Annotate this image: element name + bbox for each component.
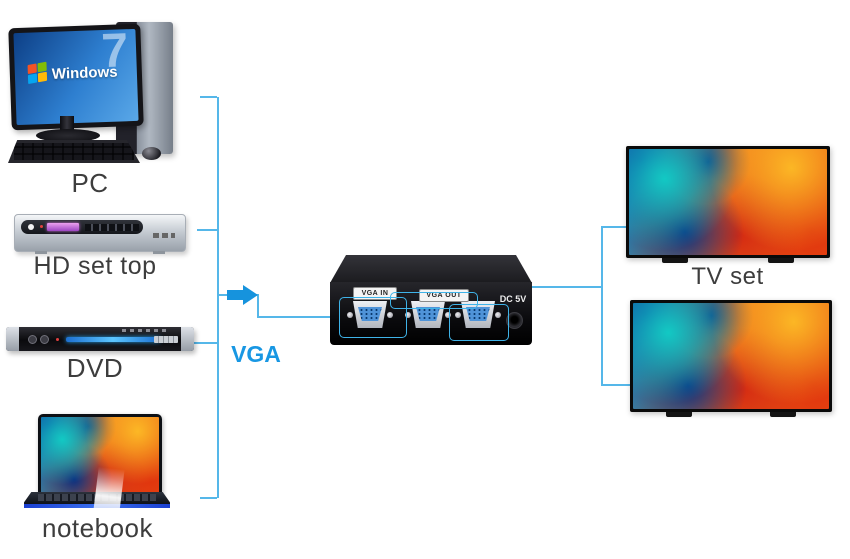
port-screw bbox=[445, 312, 451, 318]
vga-connector-pins bbox=[416, 307, 440, 321]
tv-1-screen bbox=[629, 149, 827, 255]
dvd-button-panel bbox=[154, 336, 178, 343]
dvd-power-led bbox=[56, 338, 59, 341]
set-top-front-panel bbox=[21, 220, 143, 234]
cable-tv-bus bbox=[601, 226, 603, 386]
vga-in-tag: VGA IN bbox=[353, 287, 397, 300]
cable-tv-1 bbox=[603, 226, 628, 228]
notebook-light-flare bbox=[93, 466, 125, 514]
vga-connector-pins bbox=[358, 307, 382, 321]
pc-keyboard bbox=[8, 140, 140, 163]
port-screw bbox=[495, 312, 501, 318]
vga-connector-pins bbox=[466, 307, 490, 321]
tv-foot bbox=[768, 258, 794, 263]
dvd-knob bbox=[40, 335, 49, 344]
vga-out-port-1 bbox=[405, 300, 451, 330]
arrow-right-icon bbox=[227, 290, 243, 300]
tv-foot bbox=[770, 412, 796, 417]
windows-logo-icon bbox=[27, 61, 49, 85]
cable-to-splitter-drop bbox=[257, 294, 259, 318]
set-top-power-icon bbox=[28, 224, 34, 230]
cable-source-bus bbox=[217, 97, 219, 498]
set-top-standby-led bbox=[40, 225, 43, 228]
dvd-player-body bbox=[6, 327, 194, 351]
pc-monitor-screen: Windows 7 bbox=[13, 28, 139, 126]
set-top-logos bbox=[153, 233, 175, 238]
dvd-end-cap bbox=[181, 327, 194, 351]
dvd-end-cap bbox=[6, 327, 19, 351]
monitor-stand-neck bbox=[60, 116, 74, 132]
dvd-blue-light-strip bbox=[66, 337, 160, 342]
arrow-right-icon-head bbox=[243, 285, 258, 305]
dvd-knob bbox=[28, 335, 37, 344]
dvd-top-buttons bbox=[122, 329, 168, 332]
port-screw bbox=[455, 312, 461, 318]
dvd-label: DVD bbox=[66, 353, 124, 383]
windows-version-text: 7 bbox=[100, 28, 130, 79]
cable-notebook bbox=[200, 497, 217, 499]
set-top-box-body bbox=[14, 214, 186, 254]
hd-set-top-label: HD set top bbox=[33, 252, 157, 280]
tv-2-screen bbox=[633, 303, 829, 409]
cable-hd-set-top bbox=[197, 229, 217, 231]
tv-set-label: TV set bbox=[691, 263, 764, 290]
vga-out-port-2 bbox=[455, 300, 501, 330]
set-top-foot bbox=[35, 251, 47, 254]
tv-2 bbox=[630, 300, 832, 417]
vga-in-highlight-bracket bbox=[339, 297, 407, 338]
cable-to-vga-in bbox=[257, 316, 342, 318]
dc-power-jack bbox=[506, 312, 523, 329]
vga-out-highlight-bracket bbox=[390, 292, 478, 309]
set-top-buttons bbox=[85, 224, 139, 231]
port-screw bbox=[387, 312, 393, 318]
notebook-label: notebook bbox=[42, 513, 153, 543]
set-top-foot bbox=[153, 251, 165, 254]
cable-pc bbox=[200, 96, 217, 98]
set-top-led-display bbox=[47, 223, 79, 231]
tv-foot bbox=[662, 258, 688, 263]
vga-out2-highlight-bracket bbox=[449, 304, 509, 341]
splitter-top-face bbox=[330, 255, 532, 283]
cable-tv-2 bbox=[603, 384, 631, 386]
port-screw bbox=[347, 312, 353, 318]
dc-power-label: DC 5V bbox=[499, 294, 527, 304]
tv-foot bbox=[666, 412, 692, 417]
cable-dvd bbox=[194, 342, 217, 344]
port-screw bbox=[405, 312, 411, 318]
vga-in-port bbox=[347, 300, 393, 330]
pc-label: PC bbox=[71, 168, 109, 198]
pc-mouse bbox=[142, 147, 161, 160]
tv-1 bbox=[626, 146, 830, 263]
vga-cable-label: VGA bbox=[231, 341, 281, 367]
vga-splitter-box: VGA IN VGA OUT DC 5V bbox=[330, 253, 532, 348]
pc-monitor: Windows 7 bbox=[8, 23, 144, 131]
monitor-stand-base bbox=[36, 129, 100, 142]
